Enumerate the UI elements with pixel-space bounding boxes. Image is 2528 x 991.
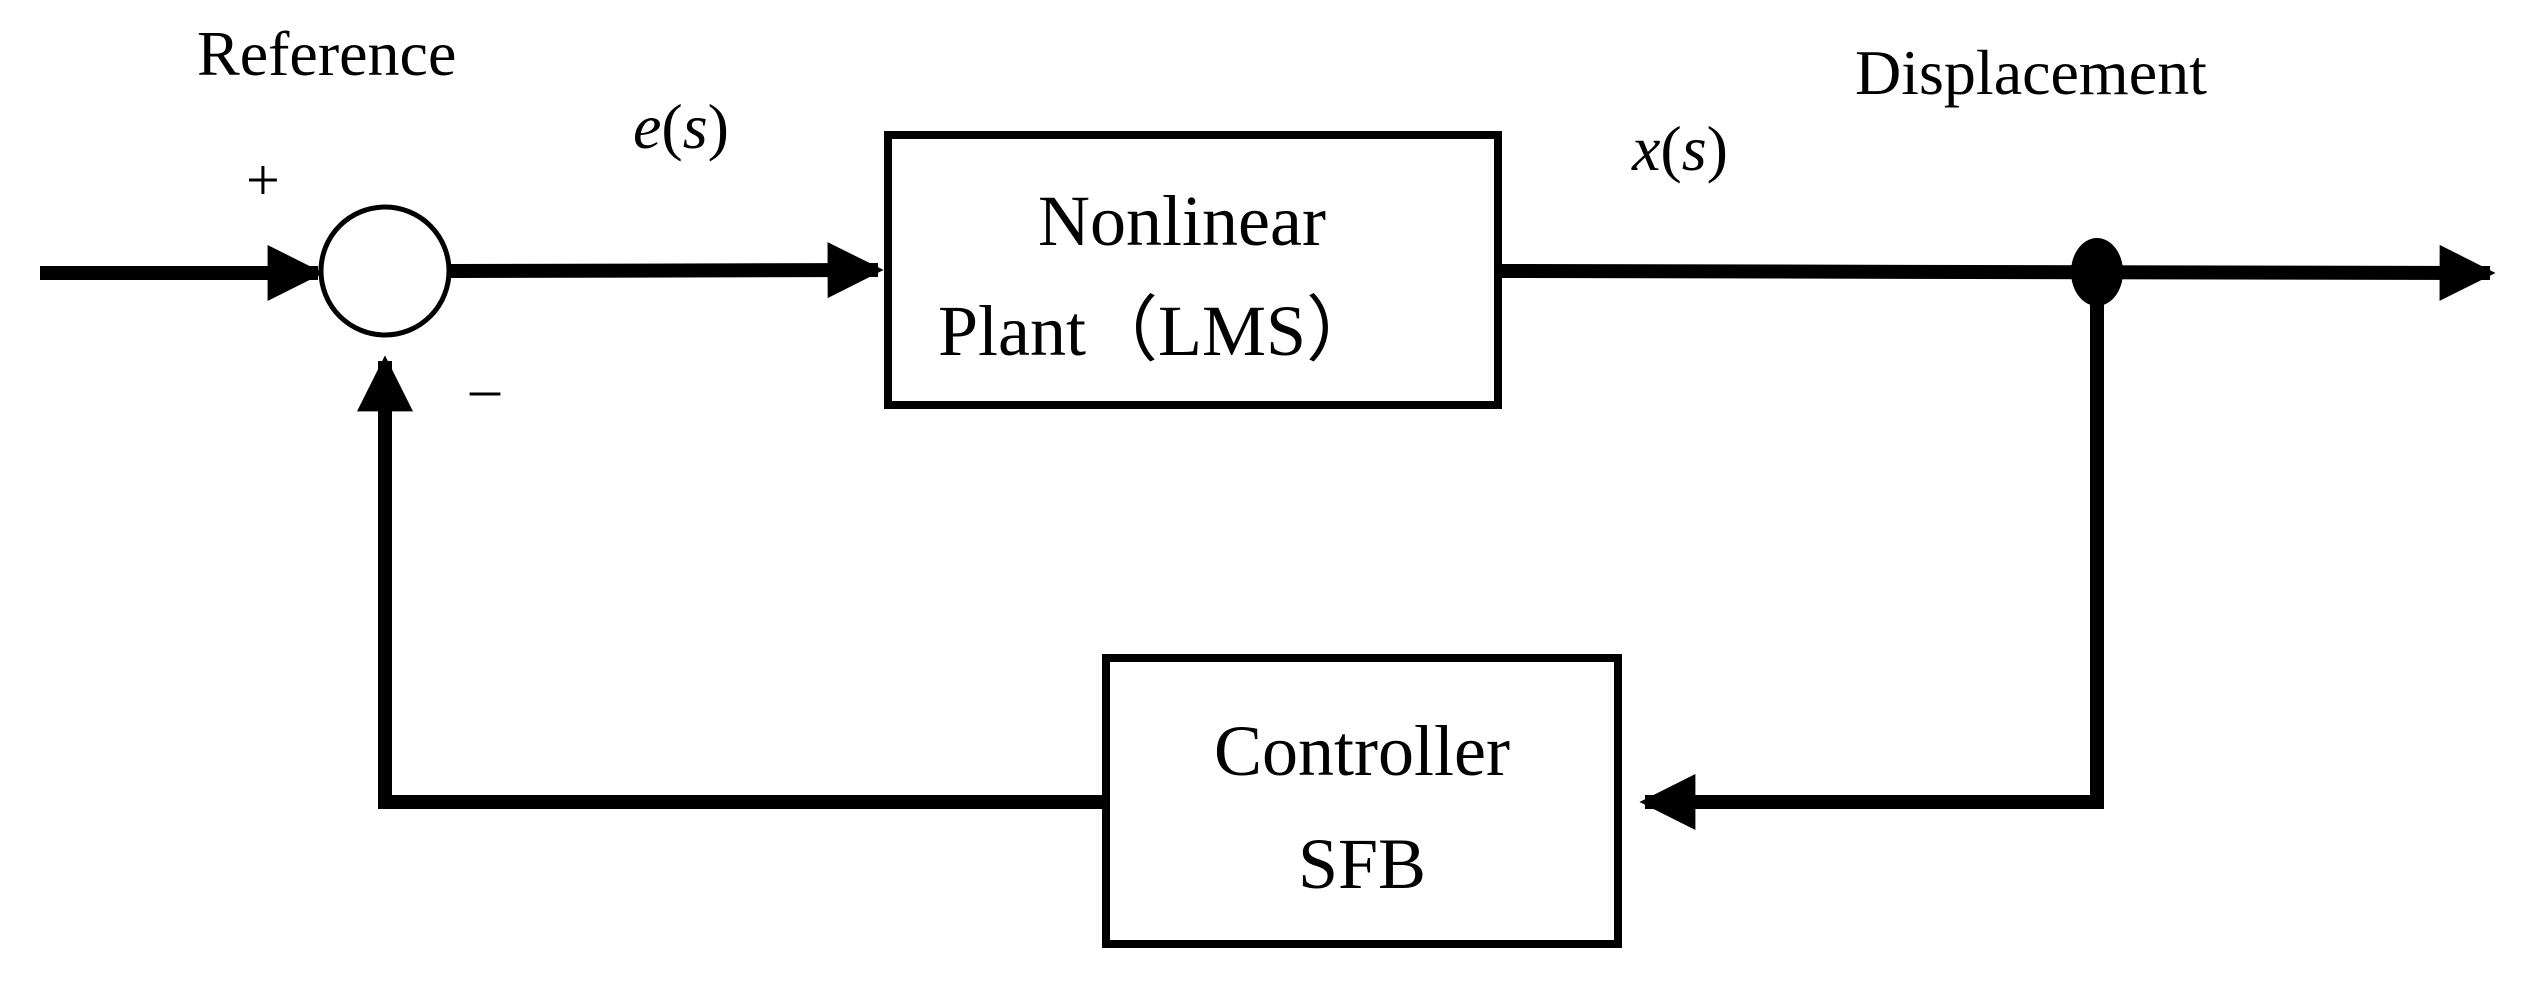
minus-sign: –: [469, 355, 501, 421]
plant-block-line1: Nonlinear: [1038, 181, 1326, 261]
error-signal-close-paren: ): [708, 91, 729, 162]
error-signal-line: [449, 242, 884, 299]
displacement-label: Displacement: [1855, 37, 2207, 108]
output-signal-close-paren: ): [1707, 113, 1728, 184]
feedback-down-path: [1639, 290, 2104, 830]
pickoff-point: [2071, 238, 2123, 306]
error-signal-var: e: [633, 91, 661, 162]
output-signal-open-paren: (: [1660, 113, 1681, 184]
plant-block: [884, 131, 1502, 409]
summing-junction: [318, 204, 452, 338]
output-signal-arg: s: [1682, 113, 1707, 184]
error-signal-open-paren: (: [661, 91, 682, 162]
plus-sign: +: [246, 147, 280, 213]
error-signal-label: e(s): [633, 91, 729, 162]
output-signal-var: x: [1631, 113, 1660, 184]
controller-block-line1: Controller: [1214, 711, 1510, 791]
controller-block-line2: SFB: [1298, 824, 1426, 904]
reference-label: Reference: [197, 18, 456, 89]
plant-block-line2: Plant（LMS）: [938, 291, 1378, 371]
error-signal-arg: s: [683, 91, 708, 162]
output-signal-line: [1501, 244, 2496, 301]
feedback-return-path: [357, 355, 1106, 809]
output-signal-label: x(s): [1631, 113, 1728, 184]
